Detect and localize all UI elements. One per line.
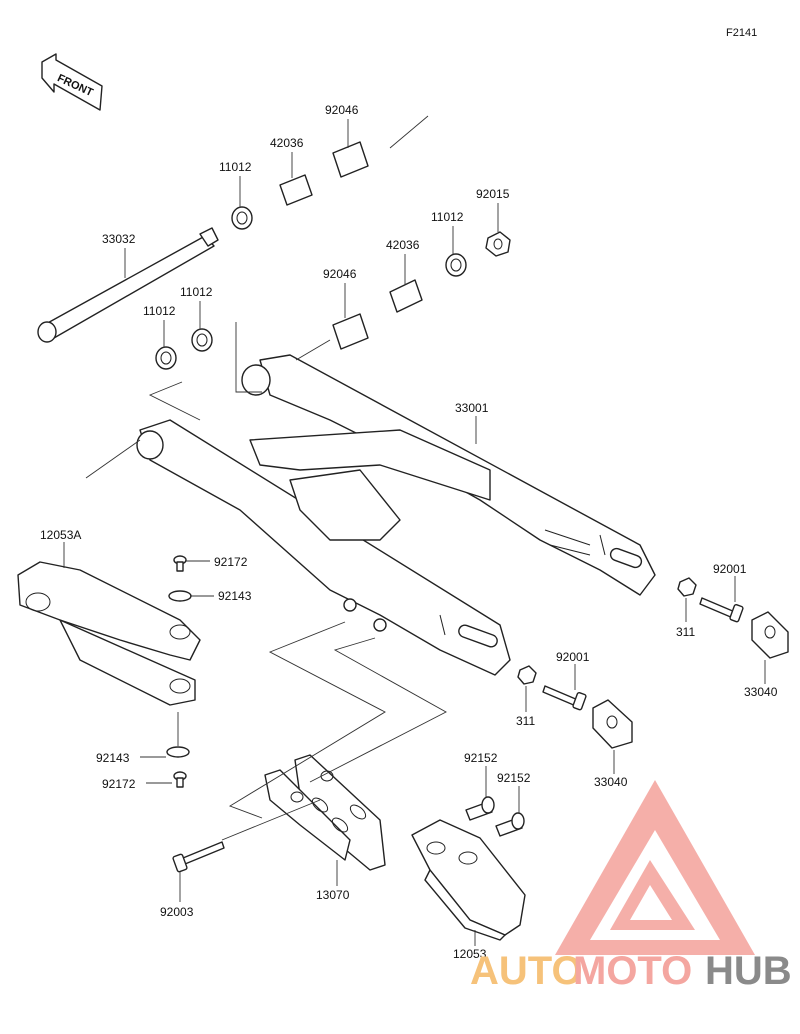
collar-11012-b [445,253,467,277]
watermark-text: AUTO MOTO HUB [470,949,792,993]
label-92172-top: 92172 [214,555,248,569]
washer-92143-bot [166,746,190,758]
label-92152-a: 92152 [464,751,498,765]
watermark-auto: AUTO [470,949,583,993]
label-92001-mid: 92001 [556,650,590,664]
label-11012-d: 11012 [143,304,176,318]
bolt-92001-right [699,597,744,623]
axle-33032 [37,227,219,343]
label-33032: 33032 [102,232,136,246]
bearing-92046-top [332,141,369,178]
label-33040-right: 33040 [744,685,778,699]
watermark-moto: MOTO [573,949,692,993]
label-13070: 13070 [316,888,350,902]
collar-11012-d [155,346,177,370]
label-33001: 33001 [455,401,489,415]
figure-code: F2141 [726,27,757,39]
label-92046-mid: 92046 [323,267,357,281]
adjuster-33040-mid [592,699,633,749]
collar-11012-c [191,328,213,352]
collar-11012-a [231,206,253,230]
label-92152-b: 92152 [497,771,531,785]
watermark-logo-icon [555,780,755,955]
label-42036-mid: 42036 [386,238,420,252]
swingarm-33001 [136,354,656,676]
label-42036-top: 42036 [270,136,304,150]
front-arrow-icon: FRONT [41,53,103,111]
sleeve-42036-mid [389,279,423,313]
chain-guide-12053 [411,819,526,941]
screw-92172-bot [173,771,187,788]
bushing-92152-b [495,812,525,837]
label-92046-top: 92046 [325,103,359,117]
label-92003: 92003 [160,905,194,919]
label-11012-b: 11012 [431,210,464,224]
bushing-92152-a [465,796,495,821]
label-92015: 92015 [476,187,510,201]
bolt-92001-mid [542,685,587,711]
nut-311-right [677,577,697,597]
label-92172-bot: 92172 [102,777,136,791]
label-311-mid: 311 [516,714,535,728]
label-11012-c: 11012 [180,285,213,299]
label-12053: 12053 [453,947,487,961]
watermark-hub: HUB [705,949,792,993]
label-92001-right: 92001 [713,562,747,576]
label-33040-mid: 33040 [594,775,628,789]
chain-slider-12053A [17,561,201,706]
leader-lines [63,115,766,946]
sleeve-42036-top [279,174,313,206]
label-12053A: 12053A [40,528,81,542]
nut-311-mid [517,665,537,685]
bearing-92046-mid [332,313,369,350]
adjuster-33040-right [751,611,789,659]
label-92143-bot: 92143 [96,751,130,765]
nut-92015 [485,231,511,257]
label-11012-a: 11012 [219,160,252,174]
washer-92143-top [168,590,192,602]
chain-guide-13070 [264,754,386,871]
label-92143-top: 92143 [218,589,252,603]
label-311-right: 311 [676,625,695,639]
bolt-92003 [172,841,225,873]
screw-92172-top [173,555,187,572]
